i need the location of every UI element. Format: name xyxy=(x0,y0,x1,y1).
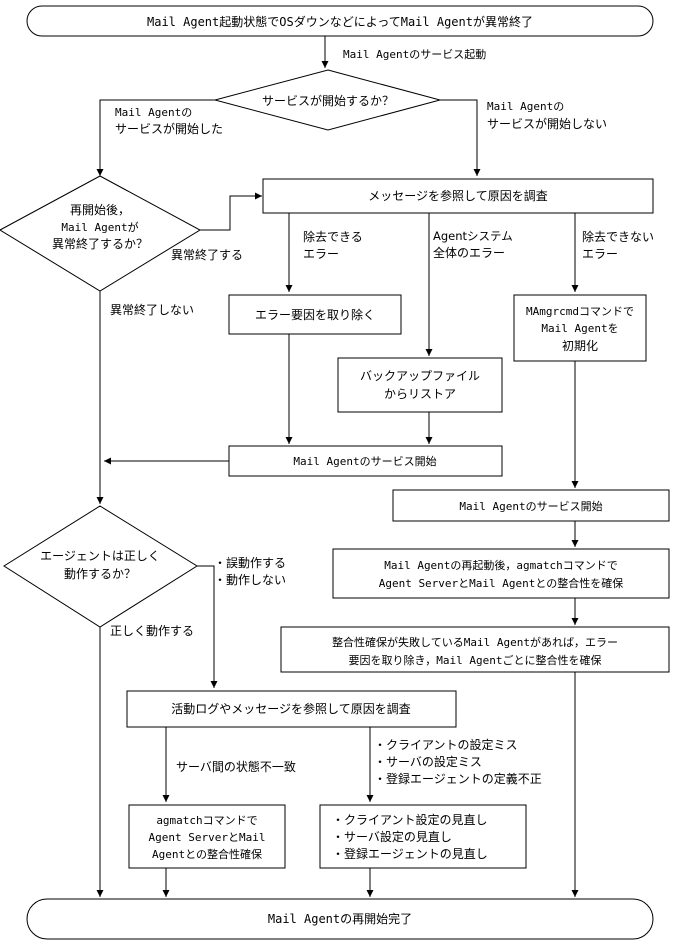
arrow-abnormal-end xyxy=(200,192,262,231)
label-service-not-started-1: Mail Agentの xyxy=(487,100,564,113)
consistency-line1: 整合性確保が失敗しているMail Agentがあれば，エラー xyxy=(332,635,618,649)
start-label: Mail Agent起動状態でOSダウンなどによってMail Agentが異常終… xyxy=(147,14,533,29)
agmatch-box-line2: Agent ServerとMail xyxy=(149,831,266,844)
check-logs-label: 活動ログやメッセージを参照して原因を調査 xyxy=(171,701,410,716)
arrow-malfunction xyxy=(197,565,218,688)
arrow-service-started xyxy=(96,99,215,176)
decision-agent-line1: エージェントは正しく xyxy=(40,549,160,563)
decision-service-label: サービスが開始するか？ xyxy=(262,93,394,108)
label-works-correctly: 正しく動作する xyxy=(110,624,194,638)
check-logs-box: 活動ログやメッセージを参照して原因を調査 xyxy=(126,690,457,728)
decision-service-start: サービスが開始するか？ xyxy=(213,69,442,131)
label-config-error-3: ・登録エージェントの定義不正 xyxy=(374,771,542,786)
mamgrcmd-box: MAmgrcmdコマンドで Mail Agentを 初期化 xyxy=(513,294,647,362)
label-removable-2: エラー xyxy=(303,247,339,261)
decision-restart-line1: 再開始後， xyxy=(70,203,130,217)
label-removable-1: 除去できる xyxy=(303,229,363,244)
label-unremovable-2: エラー xyxy=(582,247,618,261)
remove-error-box: エラー要因を取り除く xyxy=(228,294,402,335)
restore-backup-box: バックアップファイル からリストア xyxy=(337,357,503,413)
mamgrcmd-line3: 初期化 xyxy=(562,339,598,353)
end-label: Mail Agentの再開始完了 xyxy=(268,911,412,926)
label-abnormal-end: 異常終了する xyxy=(171,247,243,262)
label-service-not-started-2: サービスが開始しない xyxy=(487,116,607,131)
restore-line1: バックアップファイル xyxy=(360,369,480,383)
mamgrcmd-line1: MAmgrcmdコマンドで xyxy=(526,305,634,318)
decision-agent-line2: 動作するか？ xyxy=(64,567,136,581)
label-state-mismatch: サーバ間の状態不一致 xyxy=(176,759,296,774)
agmatch-restart-line2: Agent ServerとMail Agentとの整合性を確保 xyxy=(379,576,624,590)
arrow-service-not-started xyxy=(440,99,481,176)
label-agent-system-1: Agentシステム xyxy=(433,229,513,243)
agmatch-box-line1: agmatchコマンドで xyxy=(156,814,257,827)
label-unremovable-1: 除去できない xyxy=(582,229,654,244)
label-start-service: Mail Agentのサービス起動 xyxy=(343,47,486,61)
label-no-abnormal-end: 異常終了しない xyxy=(110,302,194,317)
label-service-started-2: サービスが開始した xyxy=(115,121,223,136)
review-line1: ・クライアント設定の見直し xyxy=(332,812,488,827)
remove-error-label: エラー要因を取り除く xyxy=(255,307,375,322)
label-config-error-2: ・サーバの設定ミス xyxy=(374,754,482,769)
review-box: ・クライアント設定の見直し ・サーバ設定の見直し ・登録エージェントの見直し xyxy=(319,804,527,869)
decision-restart-line2: Mail Agentが xyxy=(61,220,138,234)
decision-restart: 再開始後， Mail Agentが 異常終了するか？ xyxy=(0,175,202,292)
connectors xyxy=(96,36,579,897)
agmatch-box-line3: Agentとの整合性確保 xyxy=(152,847,262,861)
start-terminal: Mail Agent起動状態でOSダウンなどによってMail Agentが異常終… xyxy=(26,5,654,37)
check-message-label: メッセージを参照して原因を調査 xyxy=(368,188,547,203)
restore-line2: からリストア xyxy=(384,387,456,401)
service-start-right-box: Mail Agentのサービス開始 xyxy=(392,489,670,522)
label-malfunction-2: ・動作しない xyxy=(214,573,286,587)
consistency-line2: 要因を取り除き，Mail Agentごとに整合性を確保 xyxy=(349,653,602,667)
service-start-left-label: Mail Agentのサービス開始 xyxy=(293,454,436,468)
agmatch-restart-box: Mail Agentの再起動後，agmatchコマンドで Agent Serve… xyxy=(332,548,670,599)
agmatch-box: agmatchコマンドで Agent ServerとMail Agentとの整合… xyxy=(128,804,286,869)
service-start-left-box: Mail Agentのサービス開始 xyxy=(228,445,503,477)
review-line3: ・登録エージェントの見直し xyxy=(332,846,488,861)
consistency-failed-box: 整合性確保が失敗しているMail Agentがあれば，エラー 要因を取り除き，M… xyxy=(280,626,670,673)
label-config-error-1: ・クライアントの設定ミス xyxy=(374,737,518,752)
decision-restart-line3: 異常終了するか？ xyxy=(52,236,148,251)
label-service-started-1: Mail Agentの xyxy=(115,106,192,119)
service-start-right-label: Mail Agentのサービス開始 xyxy=(459,499,602,513)
review-line2: ・サーバ設定の見直し xyxy=(332,829,452,844)
edge-labels: Mail Agentのサービス起動 Mail Agentの サービスが開始した … xyxy=(110,47,654,786)
label-agent-system-2: 全体のエラー xyxy=(433,245,505,260)
mamgrcmd-line2: Mail Agentを xyxy=(541,322,618,335)
check-message-box: メッセージを参照して原因を調査 xyxy=(262,178,654,214)
label-malfunction-1: ・誤動作する xyxy=(214,555,286,570)
decision-agent-ok: エージェントは正しく 動作するか？ xyxy=(3,505,198,628)
end-terminal: Mail Agentの再開始完了 xyxy=(26,898,654,940)
agmatch-restart-line1: Mail Agentの再起動後，agmatchコマンドで xyxy=(384,558,618,572)
